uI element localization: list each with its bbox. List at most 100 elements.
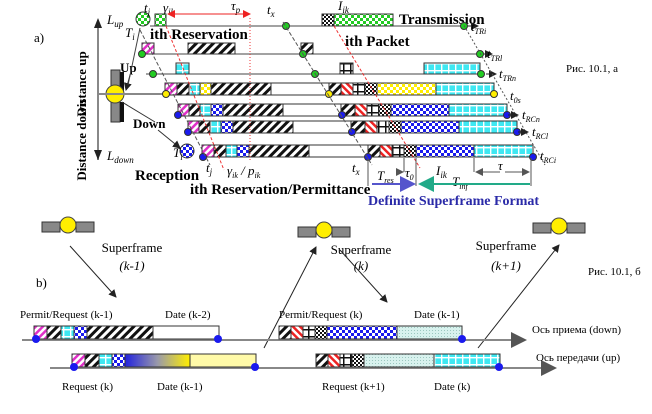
block-hatch	[46, 325, 62, 340]
request-k-plus-1-label: Request (k+1)	[322, 381, 385, 393]
block-blue	[111, 353, 126, 368]
block-yellow	[199, 82, 212, 96]
row-tx-point	[325, 90, 333, 98]
row-endpoint	[490, 90, 498, 98]
distance-up-label: Distance up	[74, 51, 89, 116]
panel-a: a) Рис. 10.1, а Distance up Distance dow…	[34, 0, 618, 209]
l-up-label: Lup	[106, 12, 124, 29]
row-2	[138, 42, 493, 58]
frame-down-k	[278, 325, 466, 343]
block-yellow-data	[189, 353, 257, 368]
reception-label: Reception	[135, 168, 200, 184]
block-cyan	[209, 120, 222, 134]
block-blue	[210, 103, 224, 117]
I-ik-bottom-label: Iik	[435, 163, 448, 180]
block-teal-data	[396, 325, 463, 340]
date-k-minus-1-down-label: Date (k-1)	[414, 309, 460, 321]
row-tx-point	[338, 111, 346, 119]
gamma-propagation-line	[165, 25, 225, 171]
arrow-up-to-sat-k	[263, 246, 317, 349]
satellite-icon	[297, 221, 351, 239]
t-RCl-label: tRCl	[532, 124, 549, 141]
frame-start-point	[32, 335, 40, 343]
t-RCn-label: tRCn	[522, 107, 540, 124]
superframe-k-index: (k)	[354, 258, 368, 273]
packet-label: ith Packet	[345, 34, 410, 50]
block-cyan-data	[423, 62, 481, 75]
t-j-top-label: tj	[144, 0, 151, 17]
date-k-minus-2-label: Date (k-2)	[165, 309, 211, 321]
propagation-line-tx	[282, 21, 373, 166]
block-yellow-long	[376, 82, 437, 96]
frame-down-k-minus-1	[32, 325, 222, 343]
arrow-up-to-sat-k-plus-1	[477, 244, 560, 349]
propagation-line-end	[461, 21, 546, 166]
down-axis-label: Ось приема (down)	[532, 324, 621, 336]
t-x-bottom-label: tx	[352, 160, 360, 177]
up-axis-label: Ось передачи (up)	[536, 352, 620, 364]
block-hatch	[278, 325, 292, 340]
T-i-top-label: Ti	[125, 25, 135, 42]
block-check	[351, 353, 365, 368]
distance-down-label: Distance down	[74, 99, 89, 181]
terminal-up-link	[127, 27, 141, 86]
superframe-k-minus-1-title: Superframe	[102, 240, 163, 255]
permit-request-k-minus-1-label: Permit/Request (k-1)	[20, 309, 113, 321]
block-hatch-long	[248, 144, 310, 158]
row-start-point	[184, 128, 192, 136]
block-red	[364, 120, 378, 134]
earth-station-up-icon	[135, 11, 151, 27]
block-grid	[339, 353, 353, 368]
date-k-label: Date (k)	[434, 381, 471, 393]
block-hatch-long	[210, 82, 272, 96]
request-k-label: Request (k)	[62, 381, 113, 393]
t-TRl-label: tTRl	[487, 46, 503, 63]
block-magenta	[141, 42, 155, 55]
arrow-sat-k-down	[339, 249, 388, 303]
block-blue-long	[415, 144, 475, 158]
block-cyan	[225, 144, 238, 158]
block-hatch	[213, 144, 227, 158]
block-blue	[73, 325, 88, 340]
t-RCi-label: tRCi	[540, 148, 556, 165]
t-j-bottom-label: tj	[206, 160, 213, 177]
block-header	[321, 13, 335, 27]
superframe-k-minus-1-index: (k-1)	[119, 258, 144, 273]
T-i-bottom-label: Ti	[173, 145, 183, 162]
panel-b-caption: Рис. 10.1, б	[588, 266, 641, 278]
row-1-transmission	[150, 13, 479, 30]
T-inf-label: Tinf	[452, 174, 469, 191]
block-packet	[333, 13, 394, 27]
row-start-point	[138, 50, 146, 58]
block-hatch-long	[232, 120, 294, 134]
row-3	[146, 62, 497, 78]
frame-start-point	[70, 363, 78, 371]
reservation-permittance-label: ith Reservation/Permittance	[190, 182, 371, 198]
block-red	[327, 353, 341, 368]
block-hatch	[198, 120, 211, 134]
block-hatch-long	[222, 103, 284, 117]
block-grid	[339, 62, 354, 75]
block-cyan-data	[433, 353, 501, 368]
block-check	[378, 103, 392, 117]
row-6	[184, 120, 521, 136]
t-x-top-label: tx	[267, 2, 275, 19]
block-red	[354, 103, 368, 117]
propagation-line-start	[139, 29, 211, 166]
block-gradient	[124, 353, 191, 368]
block-blue-long	[326, 325, 398, 340]
block-teal	[363, 353, 435, 368]
panel-b: b) Рис. 10.1, б Superframe (k-1) Superfr…	[20, 216, 641, 393]
frame-up-k-plus-1	[315, 353, 503, 371]
T-res-label: Tres	[377, 168, 394, 185]
frame-end-point	[458, 335, 466, 343]
row-4-satellite	[162, 82, 498, 98]
earth-station-down-icon	[179, 143, 195, 159]
block-hatch	[84, 353, 100, 368]
tau-label: τ	[498, 158, 504, 173]
block-grid	[366, 103, 380, 117]
block-grid	[352, 82, 366, 96]
frame-end-point	[214, 335, 222, 343]
axis-down-arrow-icon	[94, 150, 102, 160]
